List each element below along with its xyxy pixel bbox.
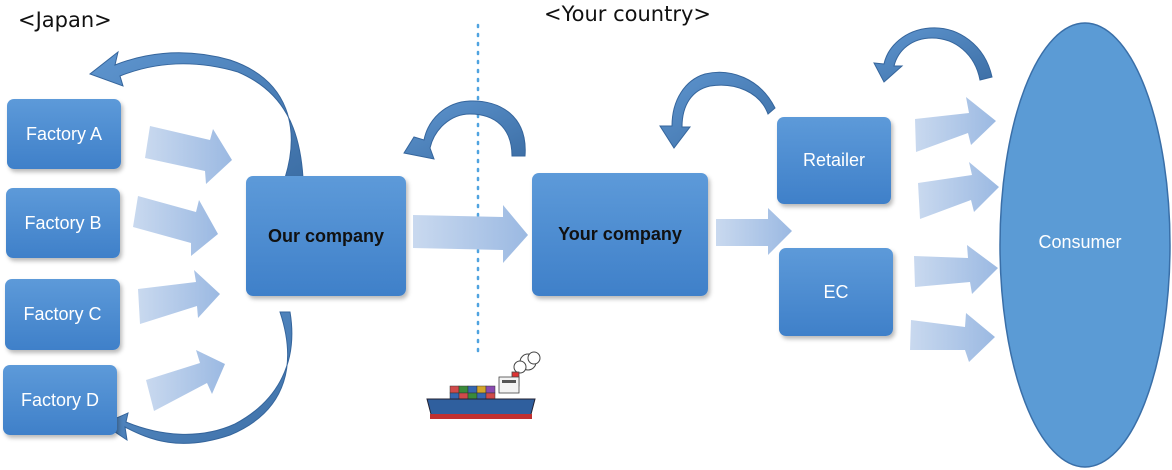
- our-company-box: Our company: [246, 176, 406, 296]
- container-ship-icon: [426, 351, 541, 419]
- arrow-ec-to-consumer-1: [914, 245, 998, 294]
- factory-c-box: Factory C: [5, 279, 120, 350]
- ec-box: EC: [779, 248, 893, 336]
- arrow-factory-d-to-company: [146, 350, 225, 411]
- factory-d-label: Factory D: [20, 389, 99, 410]
- your-country-region-label: <Your country>: [544, 2, 712, 26]
- factory-d-box: Factory D: [3, 365, 117, 435]
- curved-arrow-border: [403, 100, 526, 160]
- factory-b-label: Factory B: [24, 212, 102, 233]
- arrow-company-to-your-company: [413, 205, 528, 263]
- consumer-ellipse: [999, 22, 1171, 468]
- consumer-label: Consumer: [1038, 232, 1122, 252]
- ec-label: EC: [823, 281, 849, 302]
- japan-region-label: <Japan>: [18, 8, 112, 32]
- factory-a-label: Factory A: [25, 123, 103, 144]
- arrow-factory-a-to-company: [145, 126, 232, 184]
- factory-c-label: Factory C: [23, 304, 102, 324]
- our-company-label: Our company: [267, 225, 385, 246]
- arrow-ec-to-consumer-2: [910, 313, 995, 362]
- retailer-box: Retailer: [777, 117, 891, 204]
- arrow-retailer-to-consumer-2: [918, 162, 999, 219]
- your-company-box: Your company: [532, 173, 708, 296]
- arrow-retailer-to-consumer-1: [915, 97, 996, 152]
- your-company-label: Your company: [558, 224, 682, 244]
- arrow-factory-c-to-company: [138, 270, 220, 324]
- curved-arrow-your-company: [659, 71, 776, 149]
- factory-a-box: Factory A: [7, 99, 121, 169]
- retailer-label: Retailer: [802, 150, 866, 170]
- curved-arrow-company-to-factory-a: [88, 50, 304, 179]
- arrow-your-company-to-retail: [716, 208, 792, 255]
- curved-arrow-consumer: [873, 27, 993, 83]
- arrow-factory-b-to-company: [133, 196, 218, 256]
- factory-b-box: Factory B: [6, 188, 120, 258]
